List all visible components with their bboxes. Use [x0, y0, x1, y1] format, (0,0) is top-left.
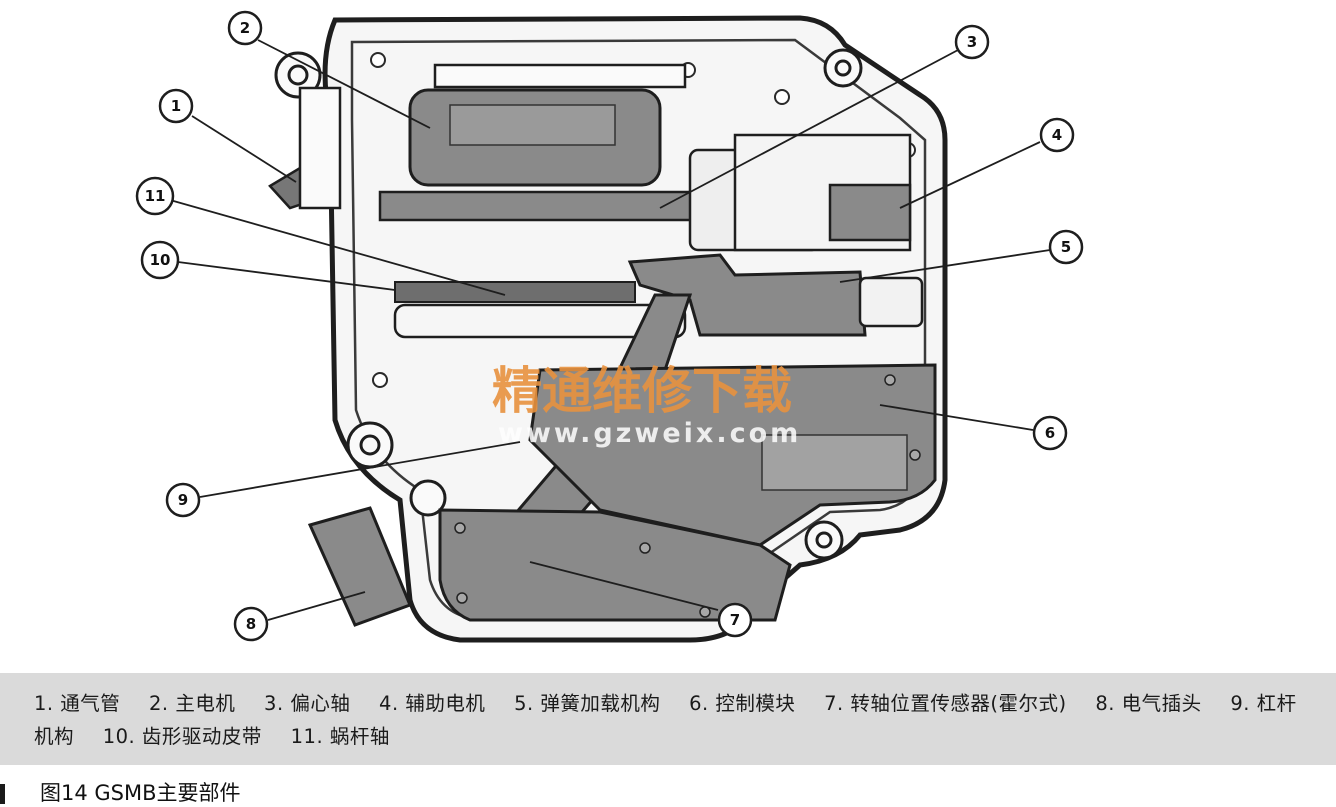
- component-diagram: 精通维修下载 www.gzweix.com 1 2 3 4 5 6 7 8 9 …: [135, 10, 1084, 643]
- legend-item-7: 7. 转轴位置传感器(霍尔式): [824, 692, 1067, 715]
- legend-item-9: 9. 杠杆机构: [34, 692, 1297, 748]
- callout-3: 3: [954, 24, 990, 60]
- aux-motor-body: [828, 183, 912, 242]
- watermark-url: www.gzweix.com: [498, 418, 801, 449]
- svg-text:4: 4: [1052, 126, 1062, 144]
- svg-text:8: 8: [246, 615, 256, 633]
- control-module-label: [761, 434, 908, 491]
- svg-text:2: 2: [240, 19, 250, 37]
- callout-11: 11: [135, 176, 175, 216]
- legend-box: 1. 通气管 2. 主电机 3. 偏心轴 4. 辅助电机 5. 弹簧加载机构 6…: [0, 673, 1336, 765]
- legend-item-11: 11. 蜗杆轴: [290, 725, 390, 748]
- callout-9: 9: [165, 482, 201, 518]
- motor-mount: [433, 63, 687, 89]
- watermark-text: 精通维修下载: [492, 361, 792, 420]
- legend-item-4: 4. 辅助电机: [379, 692, 486, 715]
- electrical-connector: [307, 506, 412, 627]
- legend-item-2: 2. 主电机: [149, 692, 236, 715]
- spring-cylinder: [858, 276, 924, 328]
- legend-item-6: 6. 控制模块: [689, 692, 796, 715]
- callout-8: 8: [233, 606, 269, 642]
- caption-bar: [0, 784, 5, 804]
- figure-caption-text: 图14 GSMB主要部件: [40, 781, 241, 805]
- svg-text:10: 10: [150, 251, 171, 269]
- svg-text:7: 7: [730, 611, 740, 629]
- legend-item-10: 10. 齿形驱动皮带: [102, 725, 262, 748]
- eccentric-shaft: [378, 190, 712, 222]
- svg-text:5: 5: [1061, 238, 1071, 256]
- legend-item-1: 1. 通气管: [34, 692, 121, 715]
- legend-item-3: 3. 偏心轴: [264, 692, 351, 715]
- toothed-belt: [394, 281, 636, 303]
- leader-lines: [169, 39, 1051, 621]
- callout-6: 6: [1032, 415, 1068, 451]
- svg-text:3: 3: [967, 33, 977, 51]
- callout-4: 4: [1039, 117, 1075, 153]
- spring-mechanism-arm: [627, 253, 867, 337]
- vent-tube-bracket: [298, 86, 342, 210]
- worm-shaft-guide: [393, 303, 687, 339]
- legend-item-5: 5. 弹簧加载机构: [514, 692, 661, 715]
- hall-sensor: [438, 508, 792, 622]
- main-motor-label-plate: [449, 104, 616, 146]
- legend-item-8: 8. 电气插头: [1095, 692, 1202, 715]
- figure-caption: 图14 GSMB主要部件: [0, 778, 1336, 805]
- svg-text:9: 9: [178, 491, 188, 509]
- svg-text:11: 11: [145, 187, 166, 205]
- svg-text:6: 6: [1045, 424, 1055, 442]
- callout-10: 10: [140, 240, 180, 280]
- callout-7: 7: [717, 602, 753, 638]
- mounting-bosses: [274, 48, 863, 560]
- callout-5: 5: [1048, 229, 1084, 265]
- diagram-svg: 精通维修下载 www.gzweix.com 1 2 3 4 5 6 7 8 9 …: [135, 10, 1084, 643]
- sensor-screws: [454, 374, 921, 618]
- callout-1: 1: [158, 88, 194, 124]
- callout-2: 2: [227, 10, 263, 46]
- svg-text:1: 1: [171, 97, 181, 115]
